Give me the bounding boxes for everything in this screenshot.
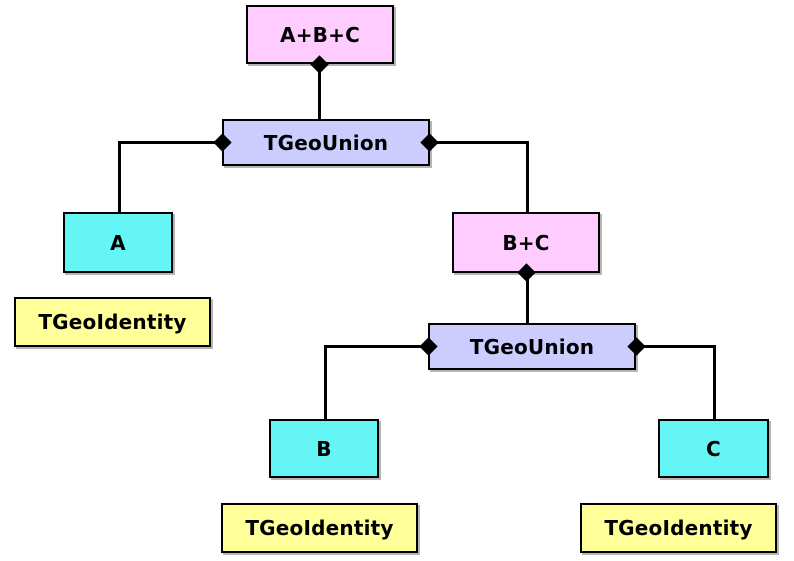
edge-union-top-to-comp-bc-vertical [526,141,529,214]
node-shape-c[interactable]: C [658,419,769,478]
node-label: A [110,230,126,255]
node-identity-c[interactable]: TGeoIdentity [580,503,777,553]
node-identity-a[interactable]: TGeoIdentity [14,297,211,347]
node-shape-b[interactable]: B [269,419,379,478]
edge-union-bot-to-shape-b-horizontal [324,345,432,348]
edge-union-top-to-shape-a-horizontal [118,141,226,144]
edge-comp-bc-to-union-bot [526,273,529,325]
edge-union-bot-to-shape-c-horizontal [634,345,716,348]
node-union-bottom[interactable]: TGeoUnion [428,323,636,370]
node-label: TGeoIdentity [604,516,753,540]
node-label: A+B+C [280,22,360,47]
node-label: TGeoUnion [263,130,389,155]
node-label: TGeoIdentity [245,516,394,540]
edge-union-top-to-comp-bc-horizontal [428,141,529,144]
node-label: TGeoIdentity [38,310,187,334]
node-label: TGeoUnion [469,334,595,359]
edge-union-top-to-shape-a-vertical [118,141,121,214]
edge-root-to-union-top [318,64,321,120]
node-identity-b[interactable]: TGeoIdentity [221,503,418,553]
node-label: B+C [502,230,550,255]
node-shape-a[interactable]: A [63,212,173,273]
node-label: B [316,436,332,461]
node-composite-bc[interactable]: B+C [452,212,600,273]
node-union-top[interactable]: TGeoUnion [222,119,430,166]
edge-union-bot-to-shape-c-vertical [713,345,716,421]
node-label: C [706,436,721,461]
edge-union-bot-to-shape-b-vertical [324,345,327,421]
